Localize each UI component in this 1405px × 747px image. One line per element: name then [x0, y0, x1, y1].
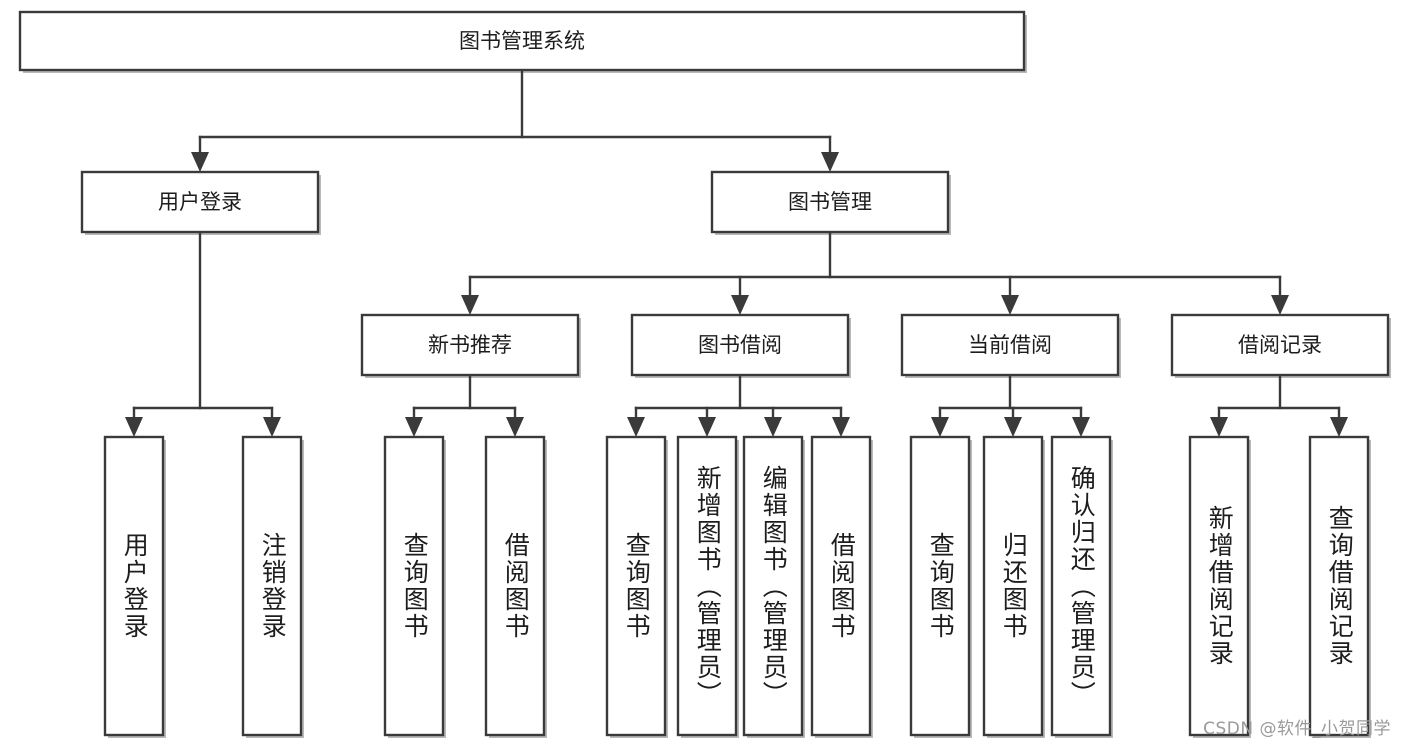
- arrow-head-icon: [461, 295, 479, 315]
- arrow-head-icon: [1072, 417, 1090, 437]
- node-user-login-label: 用户登录: [158, 190, 242, 214]
- arrow-head-icon: [698, 417, 716, 437]
- arrow-head-icon: [1210, 417, 1228, 437]
- arrow-head-icon: [125, 417, 143, 437]
- node-leaf-logout[interactable]: [241, 435, 303, 737]
- node-leaf-user-login[interactable]: [103, 435, 165, 737]
- node-leaf-return-book[interactable]: [982, 435, 1044, 737]
- arrow-head-icon: [263, 417, 281, 437]
- node-current-borrow[interactable]: [900, 313, 1120, 377]
- node-borrow-record-label: 借阅记录: [1238, 333, 1322, 357]
- node-root[interactable]: [18, 10, 1026, 72]
- arrow-head-icon: [731, 295, 749, 315]
- arrow-head-icon: [832, 417, 850, 437]
- connector-layer: [125, 68, 1348, 437]
- arrow-head-icon: [931, 417, 949, 437]
- arrow-head-icon: [1271, 295, 1289, 315]
- node-leaf-borrow-book-2[interactable]: [810, 435, 872, 737]
- node-root-label: 图书管理系统: [459, 29, 585, 53]
- node-leaf-query-book-3[interactable]: [909, 435, 971, 737]
- node-new-book-rec[interactable]: [360, 313, 580, 377]
- arrow-head-icon: [1330, 417, 1348, 437]
- node-user-login[interactable]: [80, 170, 320, 234]
- arrow-head-icon: [405, 417, 423, 437]
- node-leaf-borrow-book-1[interactable]: [484, 435, 546, 737]
- arrow-head-icon: [764, 417, 782, 437]
- node-leaf-confirm-return[interactable]: [1050, 435, 1112, 737]
- arrow-head-icon: [1001, 295, 1019, 315]
- arrow-head-icon: [1004, 417, 1022, 437]
- node-leaf-edit-book[interactable]: [742, 435, 804, 737]
- node-book-manage-label: 图书管理: [788, 190, 872, 214]
- node-leaf-add-book[interactable]: [676, 435, 738, 737]
- arrow-head-icon: [821, 152, 839, 172]
- node-book-borrow[interactable]: [630, 313, 850, 377]
- arrow-head-icon: [627, 417, 645, 437]
- arrow-head-icon: [191, 152, 209, 172]
- node-leaf-query-book-1[interactable]: [383, 435, 445, 737]
- node-new-book-rec-label: 新书推荐: [428, 333, 512, 357]
- watermark-text: CSDN @软件_小贺同学: [1203, 719, 1391, 739]
- node-book-borrow-label: 图书借阅: [698, 333, 782, 357]
- arrow-head-icon: [506, 417, 524, 437]
- node-book-manage[interactable]: [710, 170, 950, 234]
- node-leaf-query-record[interactable]: [1308, 435, 1370, 737]
- node-leaf-query-book-2[interactable]: [605, 435, 667, 737]
- node-box-layer: [18, 10, 1390, 737]
- node-borrow-record[interactable]: [1170, 313, 1390, 377]
- node-current-borrow-label: 当前借阅: [968, 333, 1052, 357]
- node-leaf-add-record[interactable]: [1188, 435, 1250, 737]
